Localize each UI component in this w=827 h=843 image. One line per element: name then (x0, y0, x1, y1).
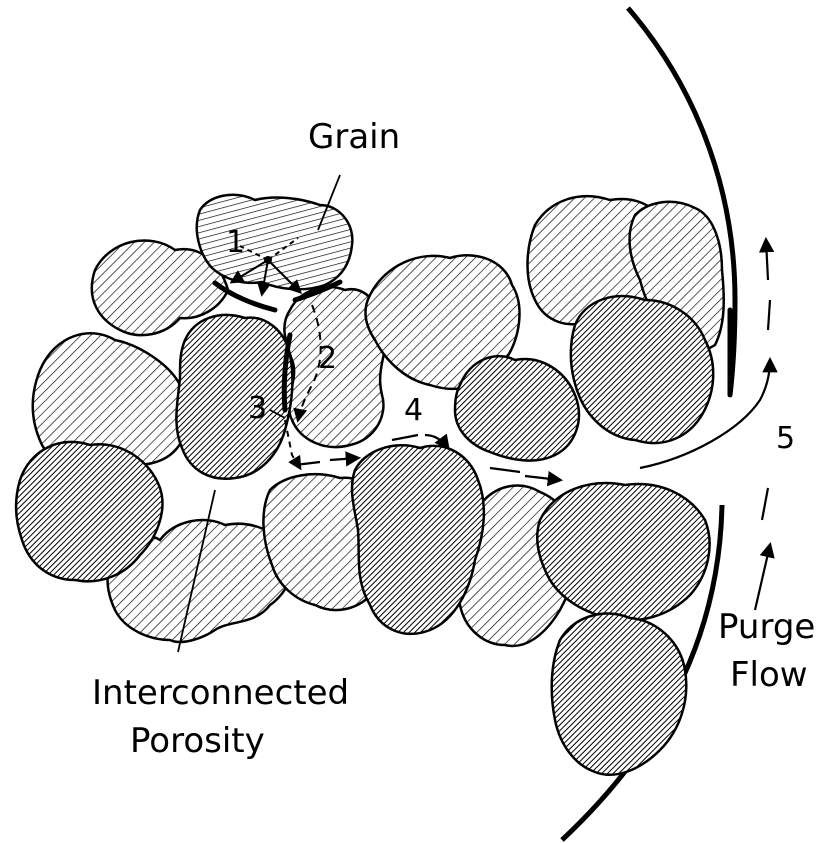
grain-label: Grain (308, 117, 400, 157)
labelled-grain (197, 195, 353, 289)
porosity-label: Porosity (130, 721, 265, 761)
grain (176, 315, 292, 479)
grain (552, 614, 687, 775)
purge-label: Purge (718, 607, 815, 647)
grain (455, 356, 579, 460)
interconnected-label: Interconnected (92, 673, 349, 713)
step-3-label: 3 (248, 391, 267, 426)
flow-label: Flow (730, 655, 808, 695)
step-5-label: 5 (776, 421, 795, 456)
grain-top (197, 195, 353, 289)
step-1-label: 1 (226, 225, 245, 260)
purge-flow-arrows (755, 240, 770, 610)
step-2-label: 2 (318, 341, 337, 376)
grain (571, 296, 713, 443)
step-4-label: 4 (404, 393, 423, 428)
